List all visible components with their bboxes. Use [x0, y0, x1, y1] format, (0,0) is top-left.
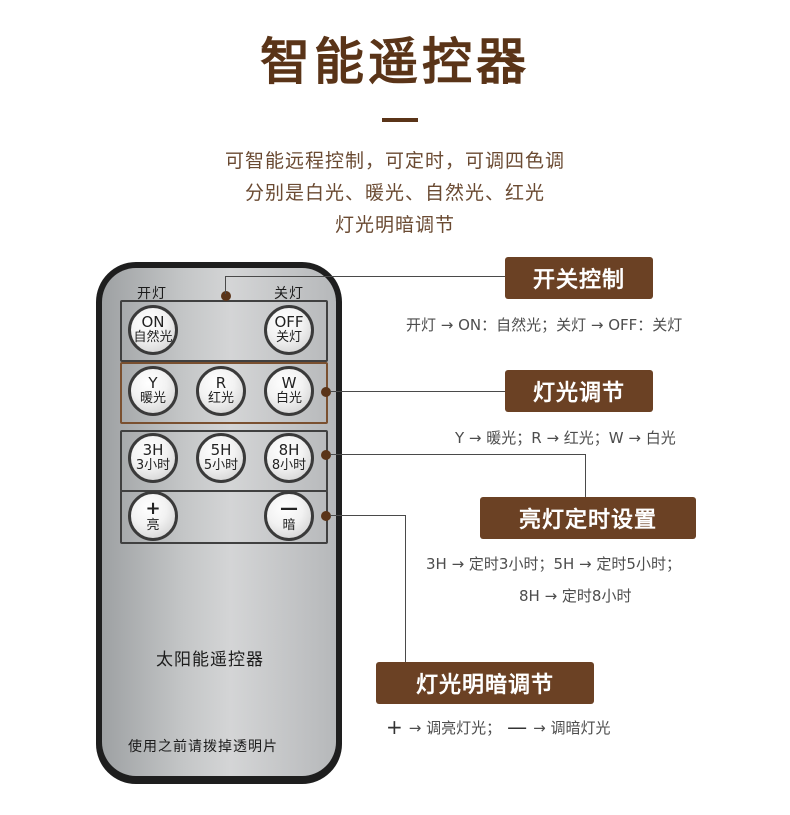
- minus-icon: —: [280, 497, 298, 519]
- dimmer-note: + → 调亮灯光； — → 调暗灯光: [386, 715, 610, 739]
- plus-symbol: +: [386, 715, 403, 739]
- timer-connector-dot: [321, 450, 331, 460]
- timer-3h-sublabel: 3小时: [135, 458, 171, 474]
- timer-connector-vline: [585, 454, 586, 500]
- dimmer-connector-vline: [405, 515, 406, 665]
- dimmer-note-brighter: → 调亮灯光；: [408, 718, 502, 737]
- r-button-sublabel: 红光: [207, 391, 234, 407]
- minus-symbol: —: [507, 715, 528, 739]
- timer-3h-button[interactable]: 3H 3小时: [128, 433, 178, 483]
- brightness-down-sublabel: 暗: [282, 517, 296, 533]
- page-title: 智能遥控器: [260, 33, 530, 91]
- y-button-sublabel: 暖光: [139, 391, 166, 407]
- dimmer-heading: 灯光明暗调节: [376, 662, 594, 704]
- light-adjust-heading: 灯光调节: [505, 370, 653, 412]
- brightness-down-button[interactable]: — 暗: [264, 491, 314, 541]
- on-button[interactable]: ON 自然光: [128, 305, 178, 355]
- on-button-label: ON: [141, 313, 165, 332]
- switch-connector-vline: [225, 276, 226, 294]
- dimmer-connector-dot: [321, 511, 331, 521]
- y-warm-button[interactable]: Y 暖光: [128, 366, 178, 416]
- brightness-up-button[interactable]: + 亮: [128, 491, 178, 541]
- off-button-label: OFF: [274, 313, 304, 332]
- timer-8h-button[interactable]: 8H 8小时: [264, 433, 314, 483]
- off-button[interactable]: OFF 关灯: [264, 305, 314, 355]
- dimmer-note-darker: → 调暗灯光: [533, 718, 611, 737]
- timer-note-line-1: 3H → 定时3小时；5H → 定时5小时；: [426, 555, 681, 573]
- timer-connector-hline: [330, 454, 586, 455]
- plus-icon: +: [145, 497, 161, 519]
- switch-connector-hline: [225, 276, 505, 277]
- switch-connector-dot: [221, 291, 231, 301]
- remote-brand: 太阳能遥控器: [156, 650, 264, 670]
- remote-footer-note: 使用之前请拨掉透明片: [128, 739, 278, 755]
- timer-note-line-2: 8H → 定时8小时: [519, 587, 632, 605]
- remote-label-off: 关灯: [274, 286, 304, 302]
- timer-8h-label: 8H: [278, 441, 300, 460]
- w-button-sublabel: 白光: [275, 391, 302, 407]
- r-button-label: R: [215, 374, 227, 393]
- w-button-label: W: [281, 374, 297, 393]
- timer-5h-sublabel: 5小时: [203, 458, 239, 474]
- timer-heading: 亮灯定时设置: [480, 497, 696, 539]
- y-button-label: Y: [148, 374, 158, 393]
- switch-control-note: 开灯 → ON：自然光；关灯 → OFF：关灯: [406, 316, 683, 334]
- switch-control-heading: 开关控制: [505, 257, 653, 299]
- brightness-up-sublabel: 亮: [146, 517, 160, 533]
- timer-8h-sublabel: 8小时: [271, 458, 307, 474]
- dimmer-connector-hline: [330, 515, 406, 516]
- light-adjust-note: Y → 暖光；R → 红光；W → 白光: [455, 429, 676, 447]
- w-white-button[interactable]: W 白光: [264, 366, 314, 416]
- on-button-sublabel: 自然光: [133, 330, 173, 346]
- color-connector-dot: [321, 387, 331, 397]
- timer-5h-button[interactable]: 5H 5小时: [196, 433, 246, 483]
- color-connector-line: [330, 391, 510, 392]
- timer-3h-label: 3H: [142, 441, 164, 460]
- r-red-button[interactable]: R 红光: [196, 366, 246, 416]
- off-button-sublabel: 关灯: [275, 330, 302, 346]
- switch-group: [120, 300, 328, 362]
- timer-5h-label: 5H: [210, 441, 232, 460]
- remote-label-on: 开灯: [137, 286, 167, 302]
- description-line-3: 灯光明暗调节: [334, 214, 455, 236]
- description-line-1: 可智能远程控制，可定时，可调四色调: [224, 150, 565, 172]
- description-line-2: 分别是白光、暖光、自然光、红光: [244, 182, 545, 204]
- title-divider: [382, 118, 418, 122]
